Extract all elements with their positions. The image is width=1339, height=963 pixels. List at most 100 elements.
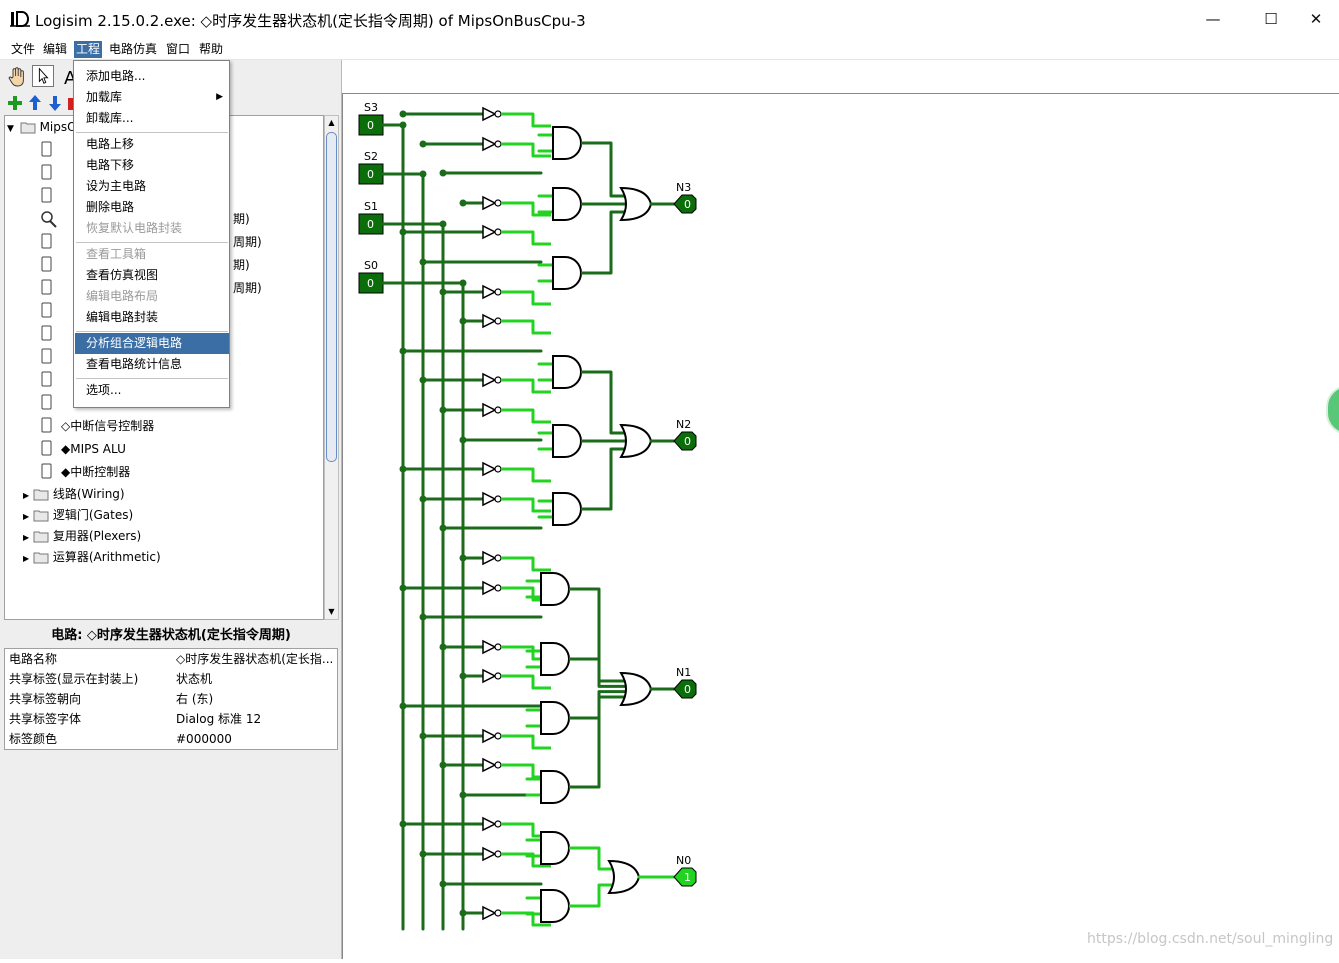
not-gate-bubble <box>494 110 502 118</box>
and-gate <box>552 355 582 389</box>
property-row[interactable]: 电路名称◇时序发生器状态机(定长指... <box>5 649 337 669</box>
not-gate <box>482 195 497 211</box>
tree-folder-gates[interactable]: ▶ 逻辑门(Gates) <box>23 508 134 522</box>
menu-edit[interactable]: 编辑 <box>43 42 68 56</box>
not-gate <box>482 639 497 655</box>
property-row[interactable]: 共享标签朝向右 (东) <box>5 689 337 709</box>
not-gate <box>482 136 497 152</box>
output-pin <box>673 679 697 699</box>
minimize-button[interactable]: — <box>1205 10 1221 28</box>
menu-help[interactable]: 帮助 <box>199 42 224 56</box>
move-up-icon[interactable] <box>24 92 46 114</box>
and-gate <box>552 256 582 290</box>
and-output-wire <box>581 210 625 275</box>
output-pin-value: 0 <box>684 435 691 448</box>
tree-folder-wiring[interactable]: ▶ 线路(Wiring) <box>23 487 125 501</box>
tree-folder-plexers[interactable]: ▶ 复用器(Plexers) <box>23 529 142 543</box>
input-pin-value: 0 <box>367 218 374 231</box>
wire <box>501 911 551 927</box>
menu-load-library[interactable]: 加载库▶ <box>75 87 229 108</box>
tree-scrollbar[interactable]: ▲ ▼ <box>324 115 339 620</box>
circuit-item-icons <box>41 141 57 479</box>
menu-window[interactable]: 窗口 <box>166 42 191 56</box>
hand-poke-icon[interactable] <box>6 66 28 88</box>
tree-item-interrupt-controller[interactable]: ◆中断控制器 <box>61 465 131 479</box>
not-gate <box>482 668 497 684</box>
menu-view-simulation[interactable]: 查看仿真视图 <box>86 268 159 282</box>
menu-separator <box>76 331 228 332</box>
property-key: 共享标签(显示在封装上) <box>9 672 139 686</box>
not-gate-bubble <box>494 820 502 828</box>
tree-item-suffix[interactable]: 周期) <box>233 281 262 295</box>
menu-simulate[interactable]: 电路仿真 <box>109 42 158 56</box>
property-value[interactable]: 右 (东) <box>176 692 214 706</box>
tree-item-interrupt-signal[interactable]: ◇中断信号控制器 <box>61 419 155 433</box>
and-gate <box>540 701 570 735</box>
close-button[interactable]: ✕ <box>1309 10 1323 28</box>
property-value[interactable]: Dialog 标准 12 <box>176 712 262 726</box>
and-gate <box>552 187 582 221</box>
tree-item-suffix[interactable]: 周期) <box>233 235 262 249</box>
move-down-icon[interactable] <box>44 92 66 114</box>
property-value[interactable]: #000000 <box>176 732 232 746</box>
wire <box>501 230 551 246</box>
output-pin-label: N2 <box>676 418 691 431</box>
menu-delete-circuit[interactable]: 删除电路 <box>86 200 135 214</box>
not-gate <box>482 224 497 240</box>
tree-root[interactable]: ▼ MipsO <box>7 117 77 137</box>
scroll-thumb[interactable] <box>326 132 337 462</box>
maximize-button[interactable]: ☐ <box>1264 10 1278 28</box>
menu-circuit-statistics[interactable]: 查看电路统计信息 <box>86 357 183 371</box>
output-pin <box>673 194 697 214</box>
not-gate-bubble <box>494 495 502 503</box>
menu-view-toolbox[interactable]: 查看工具箱 <box>86 247 147 261</box>
menu-options[interactable]: 选项... <box>86 383 122 397</box>
tree-folder-arithmetic[interactable]: ▶ 运算器(Arithmetic) <box>23 550 161 564</box>
select-arrow-icon[interactable] <box>32 65 54 87</box>
tree-item-suffix[interactable]: 期) <box>233 258 250 272</box>
scroll-up-icon[interactable]: ▲ <box>328 118 335 127</box>
menu-project[interactable]: 工程 <box>74 41 103 58</box>
add-circuit-icon[interactable] <box>4 92 26 114</box>
menu-revert-appearance[interactable]: 恢复默认电路封装 <box>86 221 183 235</box>
menu-edit-layout[interactable]: 编辑电路布局 <box>86 289 159 303</box>
not-gate <box>482 372 497 388</box>
tree-item-mips-alu[interactable]: ◆MIPS ALU <box>61 442 126 456</box>
menu-analyze-circuit[interactable]: 分析组合逻辑电路 <box>75 333 229 354</box>
input-pin-label: S1 <box>364 200 378 213</box>
menu-edit-appearance[interactable]: 编辑电路封装 <box>86 310 159 324</box>
property-row[interactable]: 共享标签(显示在封装上) 状态机 <box>5 669 337 689</box>
or-gate <box>619 671 653 707</box>
input-pin-value: 0 <box>367 119 374 132</box>
not-gate-bubble <box>494 465 502 473</box>
wire <box>501 378 551 394</box>
tree-item-suffix[interactable]: 期) <box>233 212 250 226</box>
input-pin-label: S2 <box>364 150 378 163</box>
and-output-wire <box>569 883 613 908</box>
output-pin-label: N3 <box>676 181 691 194</box>
menu-file[interactable]: 文件 <box>11 42 36 56</box>
output-pin-label: N0 <box>676 854 691 867</box>
and-gate <box>552 126 582 160</box>
property-value[interactable]: 状态机 <box>176 672 213 686</box>
and-gate <box>552 492 582 526</box>
menu-set-main-circuit[interactable]: 设为主电路 <box>86 179 147 193</box>
menu-add-circuit[interactable]: 添加电路... <box>86 69 146 83</box>
menu-move-circuit-up[interactable]: 电路上移 <box>86 137 135 151</box>
property-row[interactable]: 标签颜色#000000 <box>5 729 337 749</box>
and-gate <box>540 770 570 804</box>
wire <box>501 734 551 750</box>
menu-unload-library[interactable]: 卸载库... <box>86 111 134 125</box>
expand-arrow-icon[interactable]: ▼ <box>7 124 14 134</box>
property-value[interactable]: ◇时序发生器状态机(定长指... <box>176 652 334 666</box>
and-gate <box>540 642 570 676</box>
menu-move-circuit-down[interactable]: 电路下移 <box>86 158 135 172</box>
not-gate <box>482 491 497 507</box>
or-gate <box>619 423 653 459</box>
folder-icon <box>33 552 49 564</box>
scroll-down-icon[interactable]: ▼ <box>328 607 335 616</box>
folder-icon <box>33 489 49 501</box>
